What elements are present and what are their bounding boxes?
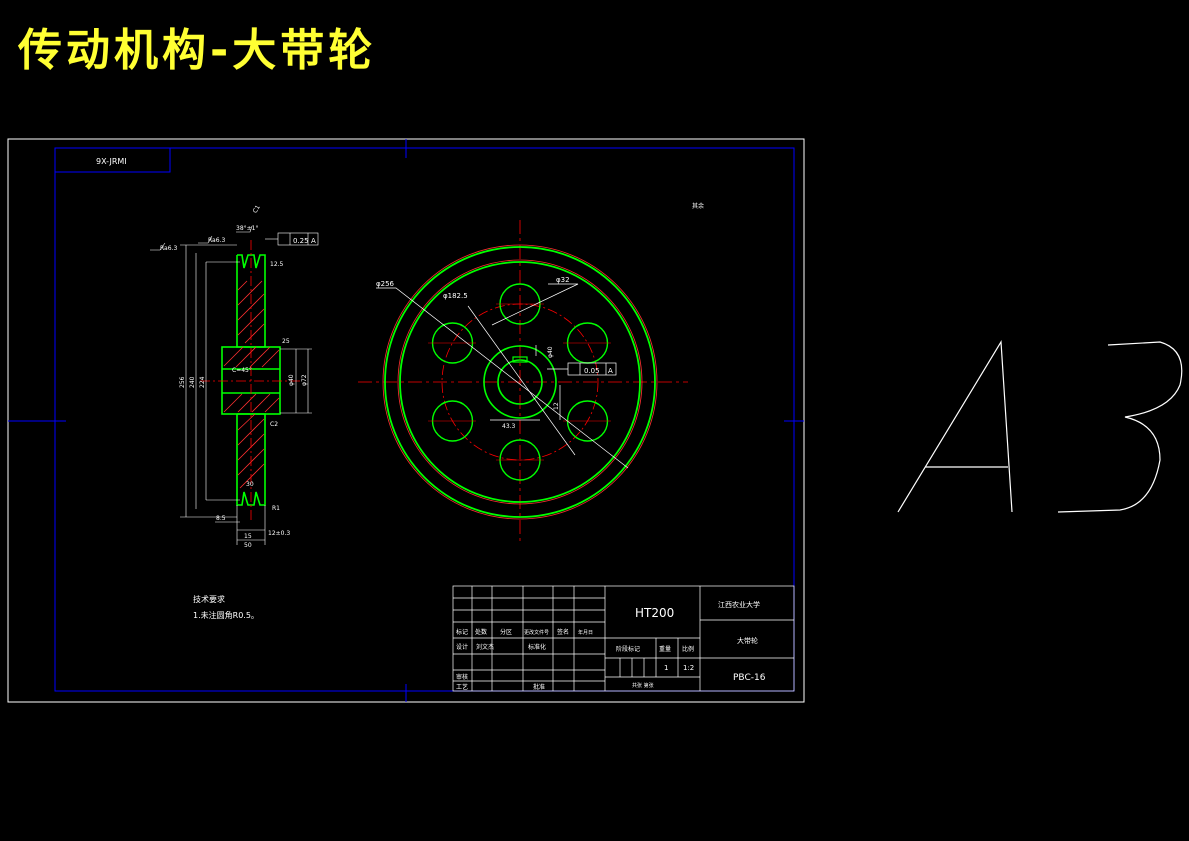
surface-finish-note: 其余	[692, 202, 704, 210]
sheet-size-lettering	[897, 340, 1183, 513]
phi182-label: φ182.5	[443, 292, 468, 300]
school: 江西农业大学	[718, 600, 760, 609]
ra-left: Ra6.3	[160, 245, 177, 252]
dim-h3: 224	[199, 376, 206, 388]
keyway-label: 43.3	[502, 423, 516, 430]
datum-a: A	[311, 237, 316, 245]
sheet-info: 共张 第张	[632, 682, 654, 689]
dim-30: 30	[246, 481, 254, 488]
stage-label: 阶段标记	[616, 645, 640, 653]
row-label-1: 处数	[475, 628, 487, 636]
dim-12-5: 12.5	[270, 261, 284, 268]
page-title: 传动机构-大带轮	[18, 25, 377, 76]
dim-c: C=45°	[232, 367, 252, 374]
review-label: 审核	[456, 673, 468, 681]
runout-tol: 0.25	[293, 237, 309, 245]
drawing-border	[54, 147, 795, 692]
weight-label: 重量	[659, 645, 671, 653]
dim-h1: 256	[179, 376, 186, 388]
title-block	[452, 585, 795, 692]
qty: 1	[664, 664, 668, 672]
dim-phi40: φ40	[288, 374, 295, 386]
phi32-label: φ32	[556, 276, 570, 284]
section-view: Ra6.3 Ra6.3 38°±1° C1 0.25 A 12.5 25 C=4…	[150, 204, 319, 549]
corner-code: 9X-JRMI	[96, 157, 127, 166]
drawing-no: PBC-16	[733, 673, 766, 683]
angle-label: 38°±1°	[236, 225, 258, 232]
standard-label: 标准化	[528, 643, 546, 651]
row-label-2: 分区	[500, 628, 512, 636]
dim-bottom: 50	[244, 542, 252, 549]
row-label-5: 年月日	[578, 629, 593, 636]
row-label-3: 更改文件号	[524, 629, 549, 636]
scale: 1:2	[683, 664, 694, 672]
dim-sym: 12±0.3	[268, 530, 290, 537]
keyway-w-label: 12	[553, 402, 560, 410]
notes-heading: 技术要求	[193, 594, 225, 604]
row-label-4: 签名	[557, 628, 569, 636]
front-view: φ256 φ32 φ182.5 0.05 A 43.3 12 φ40	[358, 220, 688, 545]
part-name: 大带轮	[737, 636, 758, 645]
section-hatch	[223, 280, 280, 489]
sym-datum: A	[608, 367, 613, 375]
approve-label: 批准	[533, 683, 545, 691]
corner-code-box	[54, 147, 171, 173]
centering-marks	[8, 139, 804, 702]
sym-tol: 0.05	[584, 367, 600, 375]
phi-hub-label: φ40	[547, 346, 554, 358]
dim-25: 25	[282, 338, 290, 345]
chamfer-top: C1	[252, 204, 262, 215]
row-label-0: 标记	[456, 628, 468, 636]
dim-r: R1	[272, 505, 280, 512]
process-label: 工艺	[456, 683, 468, 691]
phi256-label: φ256	[376, 280, 395, 288]
material: HT200	[635, 606, 674, 620]
design-label: 设计	[456, 643, 468, 651]
dim-c2: C2	[270, 421, 278, 428]
dim-15: 15	[244, 533, 252, 540]
scale-label: 比例	[682, 645, 694, 653]
dim-h2: 240	[189, 376, 196, 388]
dim-phi72: φ72	[301, 374, 308, 386]
dim-8-5: 8.5	[216, 515, 226, 522]
ra-left2: Ra6.3	[208, 237, 225, 244]
designer: 刘文杰	[476, 643, 494, 651]
notes-line1: 1.未注圆角R0.5。	[193, 610, 259, 620]
